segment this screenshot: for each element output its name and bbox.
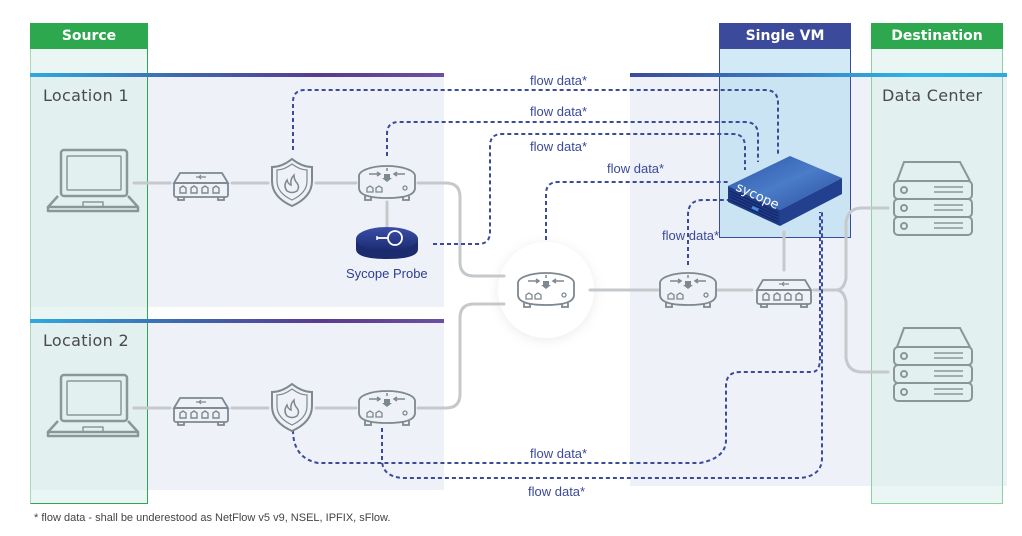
datacenter-bar — [630, 73, 1007, 77]
footnote: * flow data - shall be underestood as Ne… — [34, 512, 391, 524]
flow-label-1: flow data* — [530, 73, 588, 88]
switch3-icon — [755, 279, 813, 308]
sycope-appliance-icon: sycope — [728, 156, 842, 226]
location1-label: Location 1 — [43, 86, 129, 105]
destination-column — [871, 23, 1003, 504]
datacenter-label: Data Center — [882, 86, 983, 105]
flow-label-5: flow data* — [662, 228, 720, 243]
switch2-icon — [172, 397, 230, 426]
cable-switch3-server1 — [812, 206, 890, 292]
sycope-probe-icon — [356, 227, 418, 259]
laptop2-icon — [46, 373, 140, 438]
flow-router3 — [687, 199, 730, 265]
destination-header: Destination — [871, 23, 1003, 49]
firewall1-icon — [271, 157, 313, 208]
laptop1-icon — [46, 148, 140, 213]
flow-firewall2 — [292, 212, 821, 464]
cable-router2-core — [416, 302, 506, 410]
flow-label-4: flow data* — [607, 161, 665, 176]
source-column — [30, 23, 148, 504]
flow-router2 — [381, 212, 823, 479]
location2-bar — [30, 319, 444, 323]
flow-label-6: flow data* — [530, 446, 588, 461]
flow-lines — [292, 89, 823, 479]
cable-switch3-server2 — [834, 288, 890, 374]
flow-label-2: flow data* — [530, 104, 588, 119]
firewall2-icon — [271, 382, 313, 433]
location2-label: Location 2 — [43, 331, 129, 350]
flow-firewall1 — [292, 89, 779, 156]
router1-icon — [358, 165, 416, 201]
server2-icon — [893, 327, 973, 402]
flow-core — [545, 181, 730, 240]
router2-icon — [358, 390, 416, 426]
cable-router1-core — [416, 181, 506, 278]
source-header: Source — [30, 23, 148, 49]
cables — [132, 181, 890, 410]
location1-bar — [30, 73, 444, 77]
sycope-probe-label: Sycope Probe — [346, 266, 428, 281]
server1-icon — [893, 161, 973, 236]
flow-label-3: flow data* — [530, 139, 588, 154]
router3-icon — [659, 272, 717, 308]
switch1-icon — [172, 172, 230, 201]
single-vm-header: Single VM — [719, 23, 851, 49]
core-router-icon — [517, 272, 575, 308]
flow-label-7: flow data* — [528, 484, 586, 499]
